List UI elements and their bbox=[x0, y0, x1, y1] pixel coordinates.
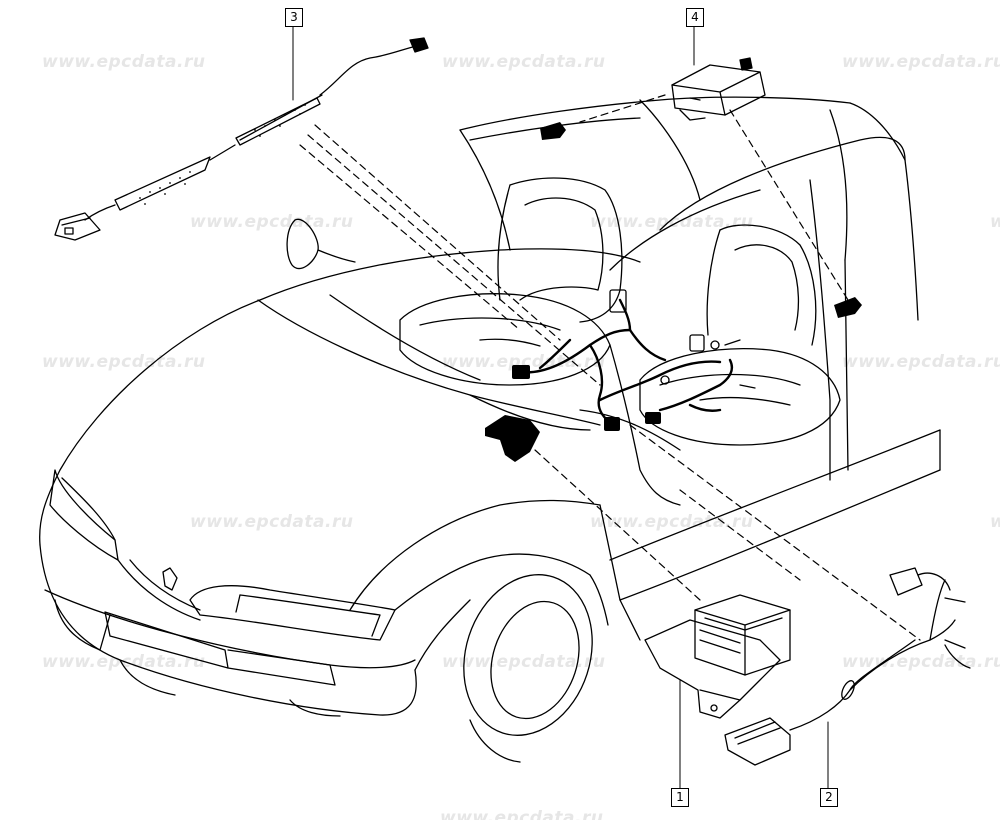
seat-wiring-harness bbox=[518, 298, 734, 427]
watermark: www.epcdata.ru bbox=[990, 212, 1000, 232]
callout-3: 3 bbox=[285, 8, 303, 27]
watermark: www.epcdata.ru bbox=[190, 212, 354, 232]
watermark: www.epcdata.ru bbox=[590, 212, 754, 232]
watermark: www.epcdata.ru bbox=[42, 52, 206, 72]
watermark: www.epcdata.ru bbox=[842, 52, 1000, 72]
part-4-sensor-unit bbox=[671, 57, 766, 121]
watermark: www.epcdata.ru bbox=[190, 512, 354, 532]
watermark: www.epcdata.ru bbox=[442, 652, 606, 672]
watermark: www.epcdata.ru bbox=[42, 352, 206, 372]
watermark: www.epcdata.ru bbox=[42, 652, 206, 672]
part-2-wiring-harness bbox=[724, 567, 971, 766]
cable-texture bbox=[139, 104, 306, 205]
callout-4: 4 bbox=[686, 8, 704, 27]
callout-1: 1 bbox=[671, 788, 689, 807]
watermark: www.epcdata.ru bbox=[590, 512, 754, 532]
part-1-control-unit bbox=[644, 594, 791, 719]
car-body bbox=[39, 96, 941, 763]
watermark: www.epcdata.ru bbox=[442, 52, 606, 72]
leader-lines bbox=[299, 94, 921, 641]
watermark: www.epcdata.ru bbox=[440, 808, 604, 820]
front-seats bbox=[329, 177, 841, 506]
watermark: www.epcdata.ru bbox=[842, 652, 1000, 672]
harness-details bbox=[609, 289, 756, 389]
watermark: www.epcdata.ru bbox=[442, 352, 606, 372]
callout-leaders bbox=[292, 26, 829, 789]
harness-connectors bbox=[485, 365, 661, 462]
seat-sensor-connector bbox=[540, 122, 862, 318]
watermark: www.epcdata.ru bbox=[990, 512, 1000, 532]
watermark: www.epcdata.ru bbox=[842, 352, 1000, 372]
callout-2: 2 bbox=[820, 788, 838, 807]
part-3-wiring-cable bbox=[54, 37, 429, 241]
